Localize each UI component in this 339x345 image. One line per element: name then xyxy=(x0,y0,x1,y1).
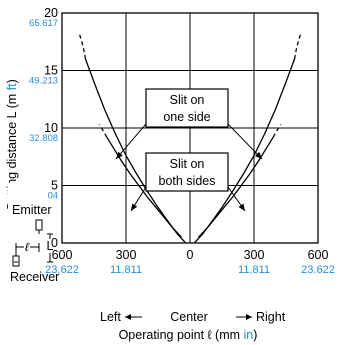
x-tick-label: 0 xyxy=(187,248,194,262)
center-label: Center xyxy=(170,310,208,324)
inset-diagram: Emitter ℓ L Receiver xyxy=(8,183,59,284)
callout-arrow-head xyxy=(131,203,138,211)
x-tick-label-in: 23.622 xyxy=(45,264,79,276)
series-0-line xyxy=(193,58,296,244)
l-symbol: ℓ xyxy=(25,240,30,254)
L-symbol: L xyxy=(47,239,54,253)
y-tick-label-ft: 65.617 xyxy=(29,18,58,29)
callout-arrow-head xyxy=(116,151,123,159)
series-0-line xyxy=(84,58,187,244)
direction-labels: Left Center Right xyxy=(100,310,286,324)
y-tick-label: 15 xyxy=(44,64,58,78)
x-tick-label: 600 xyxy=(308,248,329,262)
y-tick-label-ft: 49.213 xyxy=(29,76,58,87)
x-tick-label: 600 xyxy=(52,248,73,262)
x-tick-label: 300 xyxy=(244,248,265,262)
x-tick-label: 300 xyxy=(116,248,137,262)
y-axis-title: Setting distance L (m ft) xyxy=(5,79,19,211)
callout-arrows xyxy=(115,123,263,212)
callout-both-sides-line1: Slit on xyxy=(170,157,205,171)
callout-arrow-line xyxy=(115,123,147,160)
callout-arrow-head xyxy=(238,203,245,211)
x-tick-label-in: 11.811 xyxy=(110,264,142,276)
callout-one-side-line2: one side xyxy=(163,110,210,124)
receiver-label: Receiver xyxy=(10,270,59,284)
grid xyxy=(61,12,319,244)
y-tick-label: 5 xyxy=(51,179,58,193)
callout-both-sides: Slit on both sides xyxy=(145,152,229,192)
y-tick-label-ft: 32.808 xyxy=(29,133,58,144)
series-1-dashed xyxy=(98,124,108,138)
x-axis-title: Operating point ℓ (mm in) xyxy=(119,328,258,342)
emitter-label: Emitter xyxy=(12,203,52,217)
x-tick-label-in: 11.811 xyxy=(238,264,270,276)
series-0-dashed xyxy=(293,32,302,60)
callout-one-side-line1: Slit on xyxy=(170,93,205,107)
y-tick-label: 0 xyxy=(51,236,58,250)
y-tick-label: 10 xyxy=(44,121,58,135)
callout-arrow-line xyxy=(227,123,263,160)
series-1-line xyxy=(198,136,274,238)
callout-one-side: Slit on one side xyxy=(145,88,229,128)
callout-both-sides-line2: both sides xyxy=(159,174,216,188)
series-1-dashed xyxy=(272,124,282,138)
y-tick-label: 20 xyxy=(44,6,58,20)
tick-labels: 600 300 0 300 600 23.622 11.811 11.811 23.622 0 5 1… xyxy=(29,6,335,276)
callout-arrow-head xyxy=(254,151,262,159)
x-tick-label-in: 23.622 xyxy=(301,264,335,276)
left-label: Left xyxy=(100,310,121,324)
right-label: Right xyxy=(256,310,286,324)
series-0-dashed xyxy=(78,32,87,60)
